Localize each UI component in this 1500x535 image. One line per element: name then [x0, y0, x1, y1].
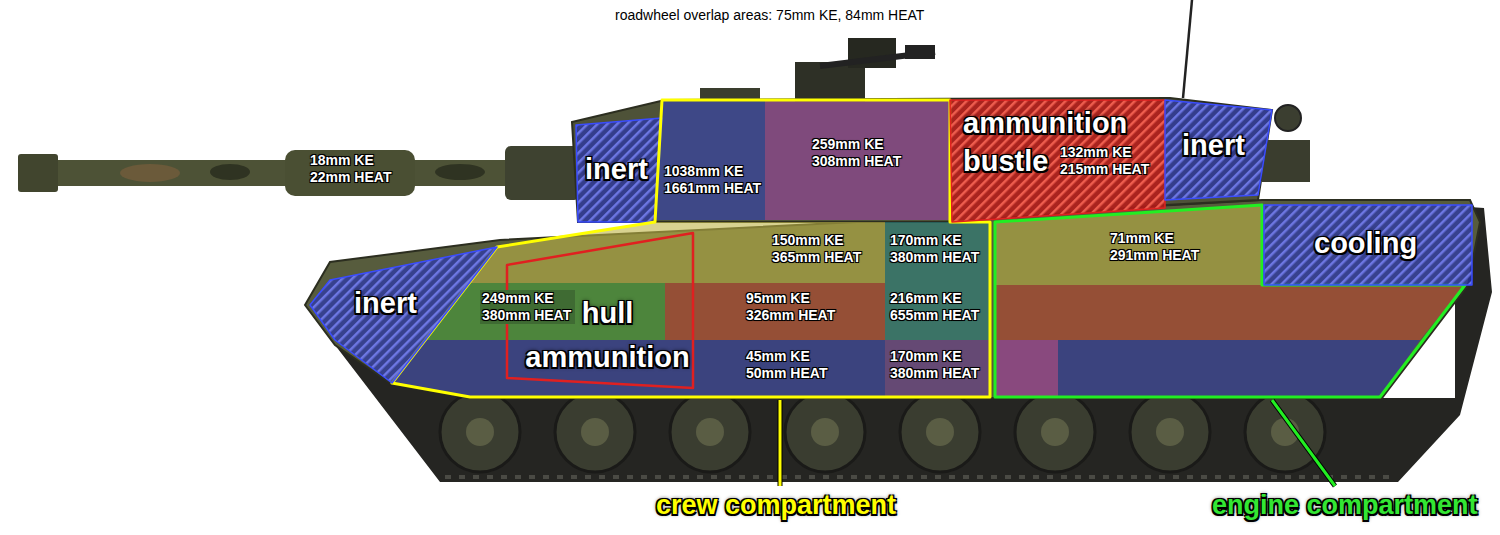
road-wheels	[1130, 392, 1210, 472]
armor-zones	[995, 340, 1058, 397]
inert-zone: inert	[1163, 98, 1275, 202]
turret-roof-equipment	[1183, 0, 1192, 98]
diagram-title: roadwheel overlap areas: 75mm KE, 84mm H…	[615, 6, 924, 24]
cooling-zone-fill	[1264, 205, 1472, 285]
gun	[18, 146, 580, 200]
armor-zones	[1058, 340, 1420, 397]
leader-lines	[1272, 400, 1335, 486]
crew-compartment-outline-border	[392, 100, 990, 397]
armor-value: 249mm KE 380mm HEAT	[480, 290, 575, 324]
leader-lines	[779, 400, 782, 486]
cooling-zone-label: cooling	[1314, 227, 1417, 260]
armor-value: 95mm KE 326mm HEAT	[746, 290, 837, 324]
inert-zone-fill	[310, 247, 497, 383]
turret	[572, 98, 1272, 222]
gun	[120, 164, 180, 182]
road-wheels	[555, 392, 635, 472]
armor-zones	[665, 283, 885, 340]
inert-zone-label: inert	[1182, 129, 1245, 162]
road-wheels	[811, 418, 839, 446]
road-wheels	[1015, 392, 1095, 472]
gun	[435, 164, 485, 180]
armor-zones	[469, 222, 885, 283]
inert-zone-fill	[576, 118, 662, 222]
cooling-zone-border	[1264, 205, 1472, 285]
road-wheels	[900, 392, 980, 472]
turret	[1262, 140, 1310, 182]
leader-lines	[1272, 400, 1335, 486]
armor-value: 259mm KE 308mm HEAT	[812, 136, 903, 170]
gun	[18, 154, 58, 192]
turret-roof-equipment	[905, 45, 935, 59]
road-wheels	[696, 418, 724, 446]
armor-zones	[995, 285, 1465, 340]
armor-zones	[885, 222, 990, 283]
inert-zone-border	[310, 247, 497, 383]
armor-zones	[655, 100, 765, 220]
ammunition-bustle-fill	[950, 100, 1165, 222]
armor-value: 216mm KE 655mm HEAT	[890, 290, 981, 324]
road-wheels	[440, 392, 520, 472]
turret	[572, 98, 1310, 222]
road-wheels	[466, 418, 494, 446]
inert-zone-label: inert	[585, 153, 648, 186]
armor-value: 45mm KE 50mm HEAT	[746, 348, 829, 382]
engine-compartment-outline: engine compartmentcooling	[993, 203, 1468, 399]
leader-lines	[778, 400, 783, 486]
armor-value: 132mm KE 215mm HEAT	[1060, 144, 1151, 178]
inert-zone-label: inert	[354, 287, 417, 320]
crew-compartment-outline-label: crew compartment	[656, 490, 896, 521]
inert-zone-border	[576, 118, 662, 222]
track	[445, 475, 1395, 479]
inert-zone: inert	[305, 245, 500, 385]
armor-value: 170mm KE 380mm HEAT	[890, 232, 981, 266]
road-wheels	[926, 418, 954, 446]
gun	[285, 150, 415, 196]
engine-compartment-outline-label: engine compartment	[1212, 490, 1478, 521]
armor-value: 150mm KE 365mm HEAT	[772, 232, 863, 266]
inert-zone-border	[1165, 100, 1272, 200]
leader-lines	[780, 400, 1335, 486]
road-wheels	[785, 392, 865, 472]
armor-value: 170mm KE 380mm HEAT	[890, 348, 981, 382]
hull	[305, 200, 1480, 398]
gun	[505, 146, 580, 200]
ammunition-bustle-border	[950, 100, 1165, 222]
road-wheels	[670, 392, 750, 472]
inert-zone-fill	[1165, 100, 1272, 200]
armor-value: 18mm KE 22mm HEAT	[310, 152, 393, 186]
road-wheels	[581, 418, 609, 446]
cooling-zone: cooling	[1262, 203, 1474, 287]
road-wheels	[440, 392, 1325, 472]
armor-zones	[885, 283, 990, 340]
armor-value: 71mm KE 291mm HEAT	[1110, 230, 1201, 264]
road-wheels	[1041, 418, 1069, 446]
armor-zones	[885, 340, 990, 397]
engine-compartment-outline-border	[995, 205, 1465, 397]
road-wheels	[1156, 418, 1184, 446]
turret	[1275, 105, 1301, 131]
inert-zone: inert	[574, 116, 664, 224]
gun	[210, 164, 250, 180]
armor-zones	[765, 100, 950, 220]
hull	[305, 200, 1480, 398]
armor-value: 1038mm KE 1661mm HEAT	[664, 163, 761, 197]
